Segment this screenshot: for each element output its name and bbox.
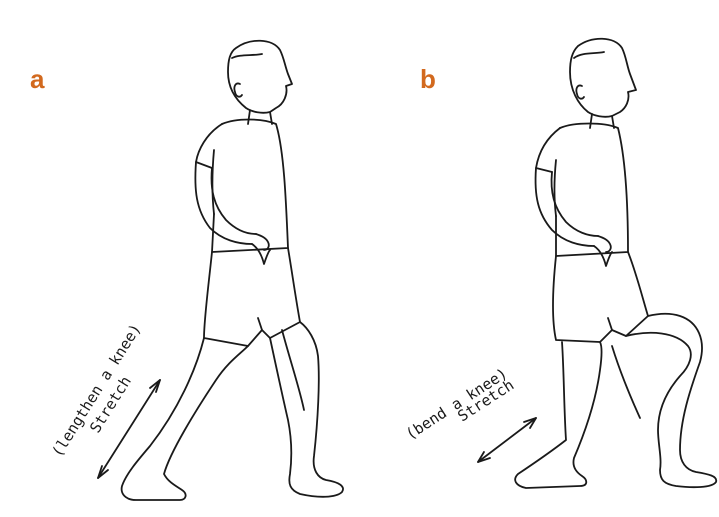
figure-b-shorts [553,252,648,342]
figure-a-shorts [204,248,300,346]
figure-b-person [515,39,716,488]
figure-a-head [228,41,292,113]
figure-b-stretch-arrow [478,418,536,462]
panel-a-action-label: (lengthen a knee) [48,320,145,460]
figure-b-back-leg [515,342,601,488]
figure-b-front-leg [626,314,716,488]
figure-a-front-leg [270,322,343,497]
figure-a-back-leg [122,338,248,500]
figure-a-torso [212,120,288,253]
figure-b-head [570,39,636,117]
figure-a-person [122,41,343,500]
